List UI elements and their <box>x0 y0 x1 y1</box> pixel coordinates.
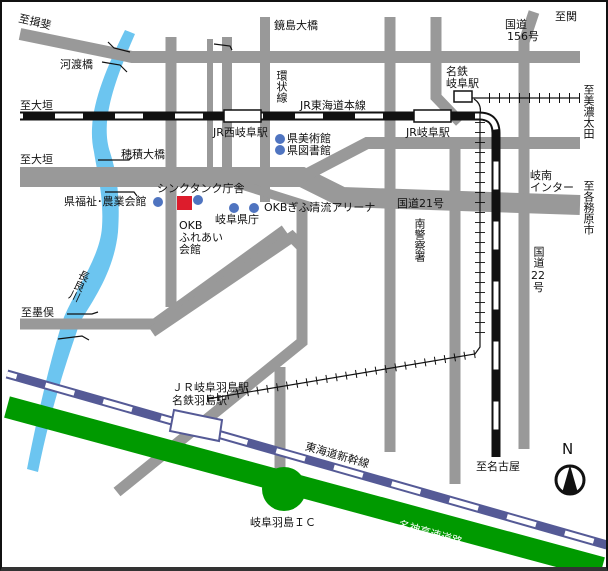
road-y141 <box>299 137 580 183</box>
gifu-hashima-ic-marker <box>262 467 306 511</box>
jr-gifu-station[interactable] <box>413 109 452 123</box>
label-to-ogaki-1: 至大垣 <box>20 99 53 112</box>
label-welfare-hall: 県福祉･農業会館 <box>64 195 147 208</box>
label-route22-2: 22 <box>531 269 545 282</box>
label-museum: 県美術館 <box>287 132 331 145</box>
label-meitetsu-gifu-1: 名鉄 <box>446 65 468 78</box>
label-route21: 国道21号 <box>397 197 444 210</box>
label-minami-police: 南警察署 <box>413 218 426 262</box>
label-kawato-bridge: 河渡橋 <box>60 58 93 71</box>
roads <box>18 10 581 497</box>
label-to-sunomata: 至墨俣 <box>21 306 54 319</box>
poi-markers <box>153 134 285 213</box>
road-sunomata <box>20 225 289 330</box>
label-jr-nishigifu: JR西岐阜駅 <box>213 126 268 139</box>
target-building-thinktank[interactable] <box>177 196 192 210</box>
label-ring-road: 環状線 <box>275 70 288 103</box>
poi-library <box>275 145 285 155</box>
meitetsu-line <box>206 93 580 403</box>
label-ginan-ic-2: インター <box>530 181 574 194</box>
bridge-marks <box>57 41 233 341</box>
poi-pref-office <box>229 203 239 213</box>
label-to-kakamigahara: 至各務原市 <box>582 180 595 235</box>
label-okb-fureai-3: 会館 <box>179 243 201 256</box>
label-hozumi-bridge: 穂積大橋 <box>121 148 165 161</box>
label-route22-3: 号 <box>533 281 544 294</box>
poi-museum <box>275 134 285 144</box>
label-jr-gifu: JR岐阜駅 <box>406 126 450 139</box>
road-prefoffice <box>227 167 314 212</box>
label-pref-office: 岐阜県庁 <box>215 213 259 226</box>
label-to-ogaki-2: 至大垣 <box>20 153 53 166</box>
label-route22-1: 国道 <box>532 246 545 268</box>
label-to-nagoya: 至名古屋 <box>476 460 520 473</box>
label-okb-fureai-2: ふれあい <box>179 231 223 244</box>
label-library: 県図書館 <box>287 144 331 157</box>
label-north: N <box>562 440 574 458</box>
label-route156-1: 国道 <box>505 18 527 31</box>
north-arrow-icon <box>554 464 586 496</box>
jr-nishigifu-station[interactable] <box>223 109 262 123</box>
road-ogaki-2 <box>20 167 581 215</box>
label-ginan-ic-1: 岐南 <box>530 169 552 182</box>
label-thinktank: シンクタンク庁舎 <box>157 182 245 195</box>
label-okb-fureai-1: OKB <box>179 219 203 232</box>
label-hashima-station-2: 名鉄羽島駅 <box>172 394 227 407</box>
route-156-22 <box>518 10 540 449</box>
label-hashima-station-1: ＪＲ岐阜羽島駅 <box>172 381 249 394</box>
label-to-seki: 至関 <box>555 10 577 23</box>
label-route156-2: 156号 <box>507 30 539 43</box>
label-to-mino-ota: 至美濃太田 <box>582 84 595 139</box>
poi-thinktank <box>193 195 203 205</box>
poi-okb-arena <box>249 203 259 213</box>
shinkansen-dashes <box>6 370 606 549</box>
nagara-river <box>27 30 135 472</box>
label-meitetsu-gifu-2: 岐阜駅 <box>446 77 479 90</box>
gifu-hashima-station[interactable] <box>168 408 224 443</box>
jr-tokaido-dashes <box>20 113 499 457</box>
label-okb-arena: OKBぎふ清流アリーナ <box>264 201 376 214</box>
label-gifu-hashima-ic: 岐阜羽島ＩＣ <box>250 516 316 529</box>
road-ibi <box>18 28 580 63</box>
label-jr-tokaido: JR東海道本線 <box>300 99 366 112</box>
label-kagashima-bridge: 鏡島大橋 <box>274 19 318 32</box>
meitetsu-gifu-station[interactable] <box>453 90 473 103</box>
poi-welfare-hall <box>153 197 163 207</box>
